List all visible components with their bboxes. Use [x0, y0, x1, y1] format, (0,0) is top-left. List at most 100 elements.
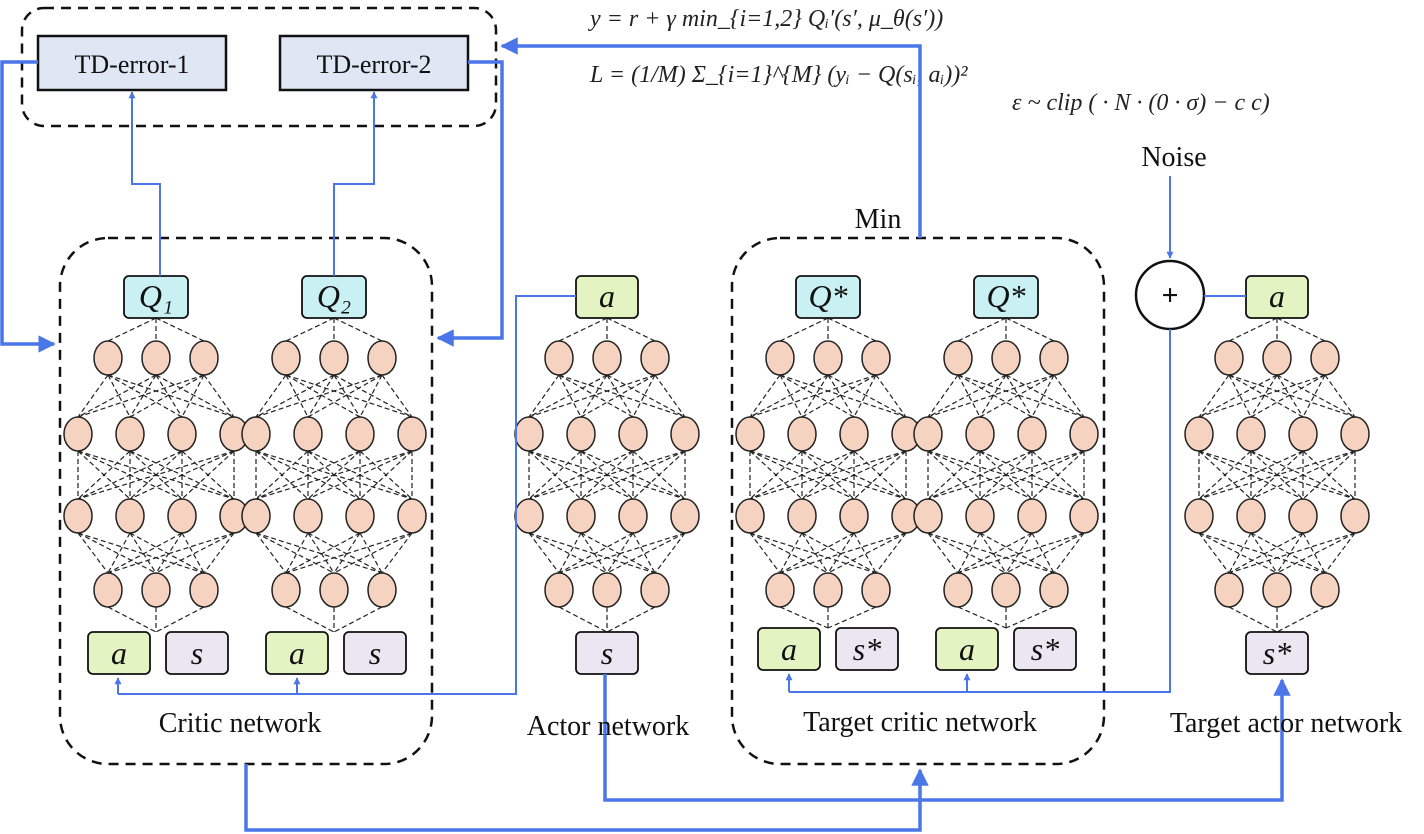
neuron — [319, 340, 349, 376]
neuron — [167, 416, 197, 452]
neuron — [991, 340, 1021, 376]
neuron — [241, 416, 271, 452]
neuron — [345, 498, 375, 534]
neuron — [544, 572, 574, 608]
neuron — [1236, 416, 1266, 452]
neuron — [189, 572, 219, 608]
td-error-2-label: TD-error-2 — [317, 50, 432, 79]
neuron — [618, 416, 648, 452]
neuron — [566, 498, 596, 534]
target-actor-action-label: a — [1269, 278, 1285, 314]
target-critic2-state-input: s* — [1013, 627, 1077, 671]
td-error-group — [20, 6, 498, 128]
neuron — [293, 416, 323, 452]
target-actor-network-label: Target actor network — [1170, 708, 1402, 739]
neuron — [787, 416, 817, 452]
neuron — [965, 498, 995, 534]
neuron — [861, 340, 891, 376]
neuron — [1236, 498, 1266, 534]
neuron — [93, 572, 123, 608]
critic2-action-input: a — [265, 631, 329, 675]
noisy-action-to-target-critic-arrows — [789, 329, 1171, 693]
neuron — [1288, 498, 1318, 534]
neuron — [271, 572, 301, 608]
plus-symbol: + — [1161, 279, 1178, 312]
neuron — [813, 340, 843, 376]
target-q2-output-box: Q* — [973, 275, 1039, 319]
target-critic-network-group — [730, 236, 1106, 766]
target-critic1-state-input: s* — [835, 627, 899, 671]
actor-action-box: a — [575, 275, 639, 319]
neuron — [640, 572, 670, 608]
actor-soft-update-arrow — [603, 674, 1291, 802]
min-to-td-arrow — [500, 37, 922, 238]
neuron — [640, 340, 670, 376]
critic2-state-input: s — [343, 631, 407, 675]
critic2-action-label: a — [289, 635, 305, 671]
neuron — [991, 572, 1021, 608]
neuron — [913, 498, 943, 534]
neuron — [63, 416, 93, 452]
target-critic-1-layers — [735, 317, 921, 629]
neuron — [514, 498, 544, 534]
neuron — [63, 498, 93, 534]
neuron — [293, 498, 323, 534]
neuron — [913, 416, 943, 452]
critic1-action-input: a — [87, 631, 151, 675]
neuron — [1184, 416, 1214, 452]
target-critic2-action-input: a — [935, 627, 999, 671]
q2-output-box: Q₂ — [301, 275, 367, 319]
neuron — [1039, 572, 1069, 608]
neuron — [943, 340, 973, 376]
target-critic2-action-label: a — [959, 631, 975, 667]
neuron — [839, 416, 869, 452]
min-label: Min — [855, 204, 902, 235]
neuron — [670, 498, 700, 534]
td-error-1-label: TD-error-1 — [75, 50, 190, 79]
critic-1-layers — [63, 317, 249, 633]
target-critic1-state-label: s* — [853, 631, 881, 667]
neuron — [1017, 498, 1047, 534]
neuron — [765, 340, 795, 376]
neuron — [1069, 498, 1099, 534]
neuron — [787, 498, 817, 534]
neuron — [592, 572, 622, 608]
neuron — [618, 498, 648, 534]
noise-label: Noise — [1141, 142, 1206, 173]
connection-lines — [114, 91, 1246, 695]
critic1-state-label: s — [191, 635, 203, 671]
noise-clip-formula: ε ~ clip ( · N · (0 · σ) − c c) — [1012, 90, 1270, 116]
neuron — [367, 572, 397, 608]
neuron — [319, 572, 349, 608]
target-critic1-action-label: a — [781, 631, 797, 667]
neuron — [141, 572, 171, 608]
neuron — [271, 340, 301, 376]
neuron — [514, 416, 544, 452]
actor-layers — [514, 317, 700, 633]
neuron — [1340, 416, 1370, 452]
neuron — [670, 416, 700, 452]
target-critic-2-layers — [913, 317, 1099, 629]
neuron — [735, 416, 765, 452]
actor-action-label: a — [599, 278, 615, 314]
neuron — [1310, 572, 1340, 608]
neuron — [1262, 340, 1292, 376]
actor-state-input: s — [575, 631, 639, 675]
actor-state-label: s — [601, 635, 613, 671]
critic1-state-input: s — [165, 631, 229, 675]
target-q1-label: Q* — [808, 278, 847, 314]
neuron — [943, 572, 973, 608]
neuron — [115, 498, 145, 534]
neuron — [1039, 340, 1069, 376]
neuron — [189, 340, 219, 376]
target-actor-layers — [1184, 317, 1370, 633]
neuron — [1262, 572, 1292, 608]
neuron — [1214, 572, 1244, 608]
target-actor-action-box: a — [1245, 275, 1309, 319]
neuron — [115, 416, 145, 452]
neuron — [592, 340, 622, 376]
actor-action-to-critic-arrows — [118, 295, 576, 695]
neuron — [765, 572, 795, 608]
neuron — [813, 572, 843, 608]
target-critic1-action-input: a — [757, 627, 821, 671]
